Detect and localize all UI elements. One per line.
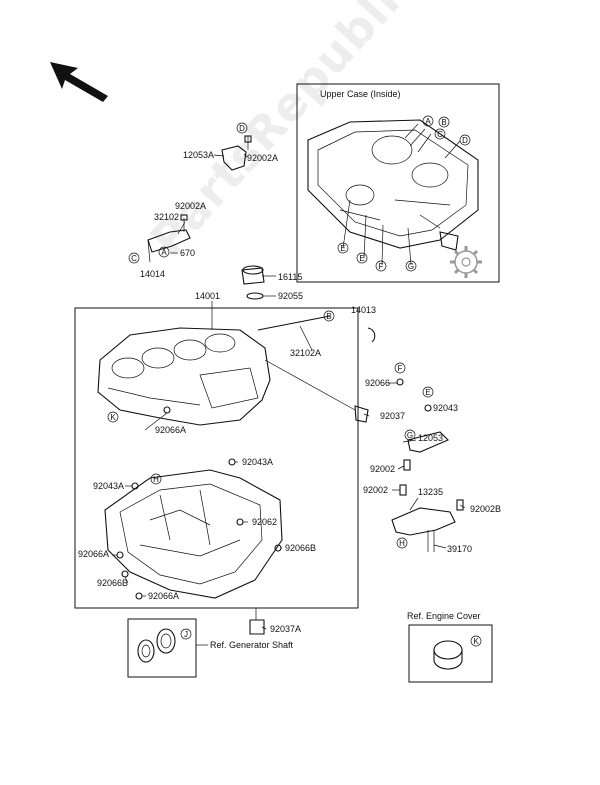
part-label-92002A-top: 92002A — [247, 153, 278, 163]
callout-D-top: D — [236, 122, 248, 134]
direction-arrow-icon — [50, 62, 108, 102]
upper-case-drawing — [307, 119, 479, 251]
part-label-670: 670 — [180, 248, 195, 258]
bracket-32102-drawing — [147, 214, 191, 263]
svg-text:C: C — [131, 254, 137, 263]
callout-A-left: A — [158, 246, 170, 258]
svg-text:A: A — [425, 117, 431, 126]
part-number-labels: 12053A 92002A 92002A 32102 670 14014 161… — [78, 150, 501, 634]
upper-case-heading: Upper Case (Inside) — [320, 89, 401, 99]
callout-K-cover: K — [470, 635, 482, 647]
part-label-92066A-left: 92066A — [78, 549, 109, 559]
chain-guide-drawing — [391, 431, 464, 552]
svg-text:D: D — [239, 124, 245, 133]
callout-G-case: G — [404, 429, 416, 441]
svg-text:E: E — [359, 254, 364, 263]
crankcase-box — [74, 307, 359, 609]
svg-text:B: B — [326, 312, 331, 321]
svg-text:G: G — [407, 431, 413, 440]
callout-A-inset: A — [422, 115, 434, 127]
upper-case-leaders — [342, 123, 461, 266]
part-label-12053A: 12053A — [183, 150, 214, 160]
callout-B-case: B — [323, 310, 335, 322]
half-ring-drawing — [367, 327, 376, 343]
part-label-92066B-left: 92066B — [97, 578, 128, 588]
upper-case-inset-box — [296, 83, 500, 283]
part-label-16115: 16115 — [278, 272, 302, 282]
part-label-92066: 92066 — [365, 378, 390, 388]
bracket-12053A-drawing — [221, 135, 252, 171]
engine-cover-box — [408, 624, 493, 683]
part-label-92066A-bottom: 92066A — [148, 591, 179, 601]
generator-seals-drawing — [137, 628, 176, 663]
generator-shaft-box — [127, 618, 197, 678]
callout-circles: D A C A B C D E E F G B F E K G H H J K — [107, 115, 482, 647]
engine-cover-plug-drawing — [433, 640, 463, 670]
part-label-92002-a: 92002 — [370, 464, 395, 474]
svg-text:K: K — [473, 637, 479, 646]
callout-H-guide: H — [396, 537, 408, 549]
part-label-14001: 14001 — [195, 291, 220, 301]
svg-text:B: B — [441, 118, 446, 127]
svg-text:E: E — [425, 388, 430, 397]
svg-text:F: F — [379, 262, 384, 271]
part-label-32102: 32102 — [154, 212, 179, 222]
callout-E-case: E — [422, 386, 434, 398]
callout-E-inset-2: E — [356, 252, 368, 264]
part-label-92066A-upper: 92066A — [155, 425, 186, 435]
svg-text:E: E — [340, 244, 345, 253]
svg-text:C: C — [437, 130, 443, 139]
ref-generator-shaft-label: Ref. Generator Shaft — [210, 640, 294, 650]
callout-F-case: F — [394, 362, 406, 374]
callout-E-inset: E — [337, 242, 349, 254]
part-label-32102A: 32102A — [290, 348, 321, 358]
gear-logo-icon — [450, 246, 482, 278]
part-label-92062: 92062 — [252, 517, 277, 527]
callout-B-inset: B — [438, 116, 450, 128]
callout-C-inset: C — [434, 128, 446, 140]
lower-crankcase-drawing — [104, 469, 283, 599]
upper-crankcase-drawing — [97, 327, 369, 426]
oil-pipe-drawing — [257, 315, 331, 331]
part-label-92066B-right: 92066B — [285, 543, 316, 553]
part-label-13235: 13235 — [418, 487, 443, 497]
part-label-92043: 92043 — [433, 403, 458, 413]
svg-text:A: A — [161, 248, 167, 257]
part-label-92002A-mid: 92002A — [175, 201, 206, 211]
callout-D-inset: D — [459, 134, 471, 146]
callout-H-case: H — [150, 473, 162, 485]
part-label-14014: 14014 — [140, 269, 165, 279]
svg-text:J: J — [184, 630, 188, 639]
callout-F-inset: F — [375, 260, 387, 272]
ref-engine-cover-label: Ref. Engine Cover — [407, 611, 481, 621]
part-label-92037: 92037 — [380, 411, 405, 421]
svg-text:G: G — [408, 262, 414, 271]
part-label-92043A-left: 92043A — [93, 481, 124, 491]
part-label-92002-b: 92002 — [363, 485, 388, 495]
part-label-92055: 92055 — [278, 291, 303, 301]
callout-J-gen: J — [180, 628, 192, 640]
part-label-39170: 39170 — [447, 544, 472, 554]
svg-text:K: K — [110, 413, 116, 422]
leader-lines — [112, 153, 466, 646]
oil-filler-cap-drawing — [241, 265, 276, 300]
callout-K-case: K — [107, 411, 119, 423]
callout-G-inset: G — [405, 260, 417, 272]
svg-text:H: H — [153, 475, 159, 484]
svg-text:H: H — [399, 539, 405, 548]
part-label-14013: 14013 — [351, 305, 376, 315]
callout-C-left: C — [128, 252, 140, 264]
part-label-12053: 12053 — [418, 433, 443, 443]
part-label-92037A: 92037A — [270, 624, 301, 634]
part-label-92043A-right: 92043A — [242, 457, 273, 467]
svg-text:F: F — [398, 364, 403, 373]
svg-text:D: D — [462, 136, 468, 145]
part-label-92002B: 92002B — [470, 504, 501, 514]
